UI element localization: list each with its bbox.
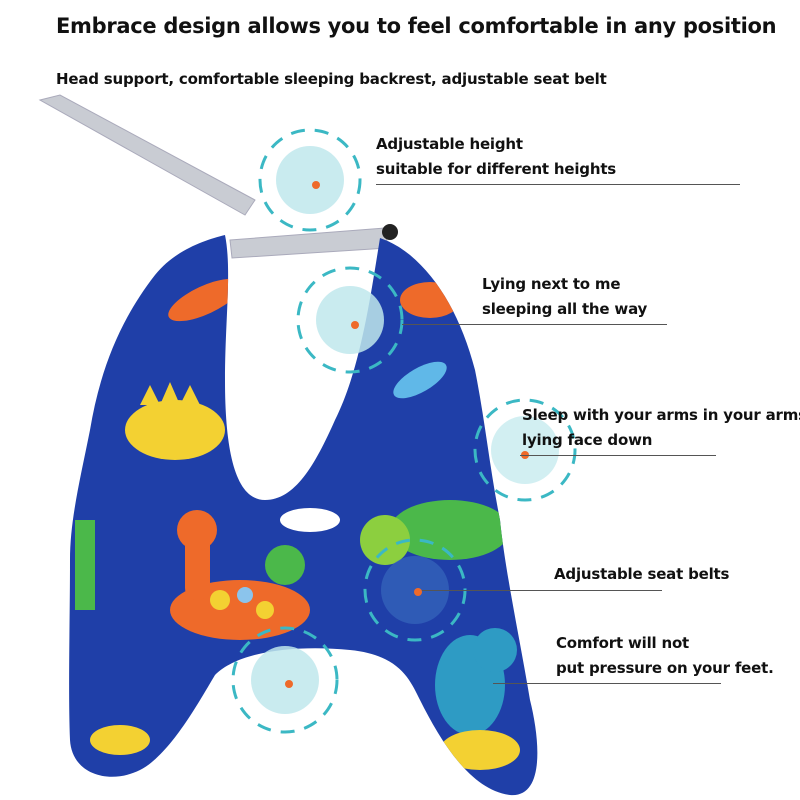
callout-adjustable-height: Adjustable height suitable for different… xyxy=(376,132,740,185)
callout-feet: Comfort will not put pressure on your fe… xyxy=(493,631,774,684)
callout-line1: Adjustable height xyxy=(376,135,523,153)
callout-line1: Adjustable seat belts xyxy=(554,565,730,583)
feature-markers xyxy=(231,128,577,734)
page-title: Embrace design allows you to feel comfor… xyxy=(56,14,777,38)
marker-arms xyxy=(473,398,577,502)
callout-line2: put pressure on your feet. xyxy=(556,659,774,677)
callout-line2: lying face down xyxy=(522,431,653,449)
callout-divider xyxy=(493,683,721,684)
marker-height xyxy=(258,128,362,232)
callout-divider xyxy=(402,324,667,325)
callout-divider xyxy=(520,455,716,456)
callout-divider xyxy=(422,590,662,591)
callout-arms: Sleep with your arms in your arms lying … xyxy=(520,403,800,456)
callout-line1: Sleep with your arms in your arms xyxy=(522,406,800,424)
callout-divider xyxy=(376,184,740,185)
marker-feet xyxy=(231,626,339,734)
callout-line2: sleeping all the way xyxy=(482,300,648,318)
pillow xyxy=(69,235,538,796)
strap xyxy=(38,94,398,259)
page-subtitle: Head support, comfortable sleeping backr… xyxy=(56,70,607,88)
dino-pattern xyxy=(75,278,520,770)
callout-seat-belts: Adjustable seat belts xyxy=(422,562,730,591)
callout-line2: suitable for different heights xyxy=(376,160,617,178)
callout-line1: Lying next to me xyxy=(482,275,621,293)
marker-lying xyxy=(296,266,404,374)
callout-lying-next: Lying next to me sleeping all the way xyxy=(402,272,667,325)
callout-line1: Comfort will not xyxy=(556,634,690,652)
